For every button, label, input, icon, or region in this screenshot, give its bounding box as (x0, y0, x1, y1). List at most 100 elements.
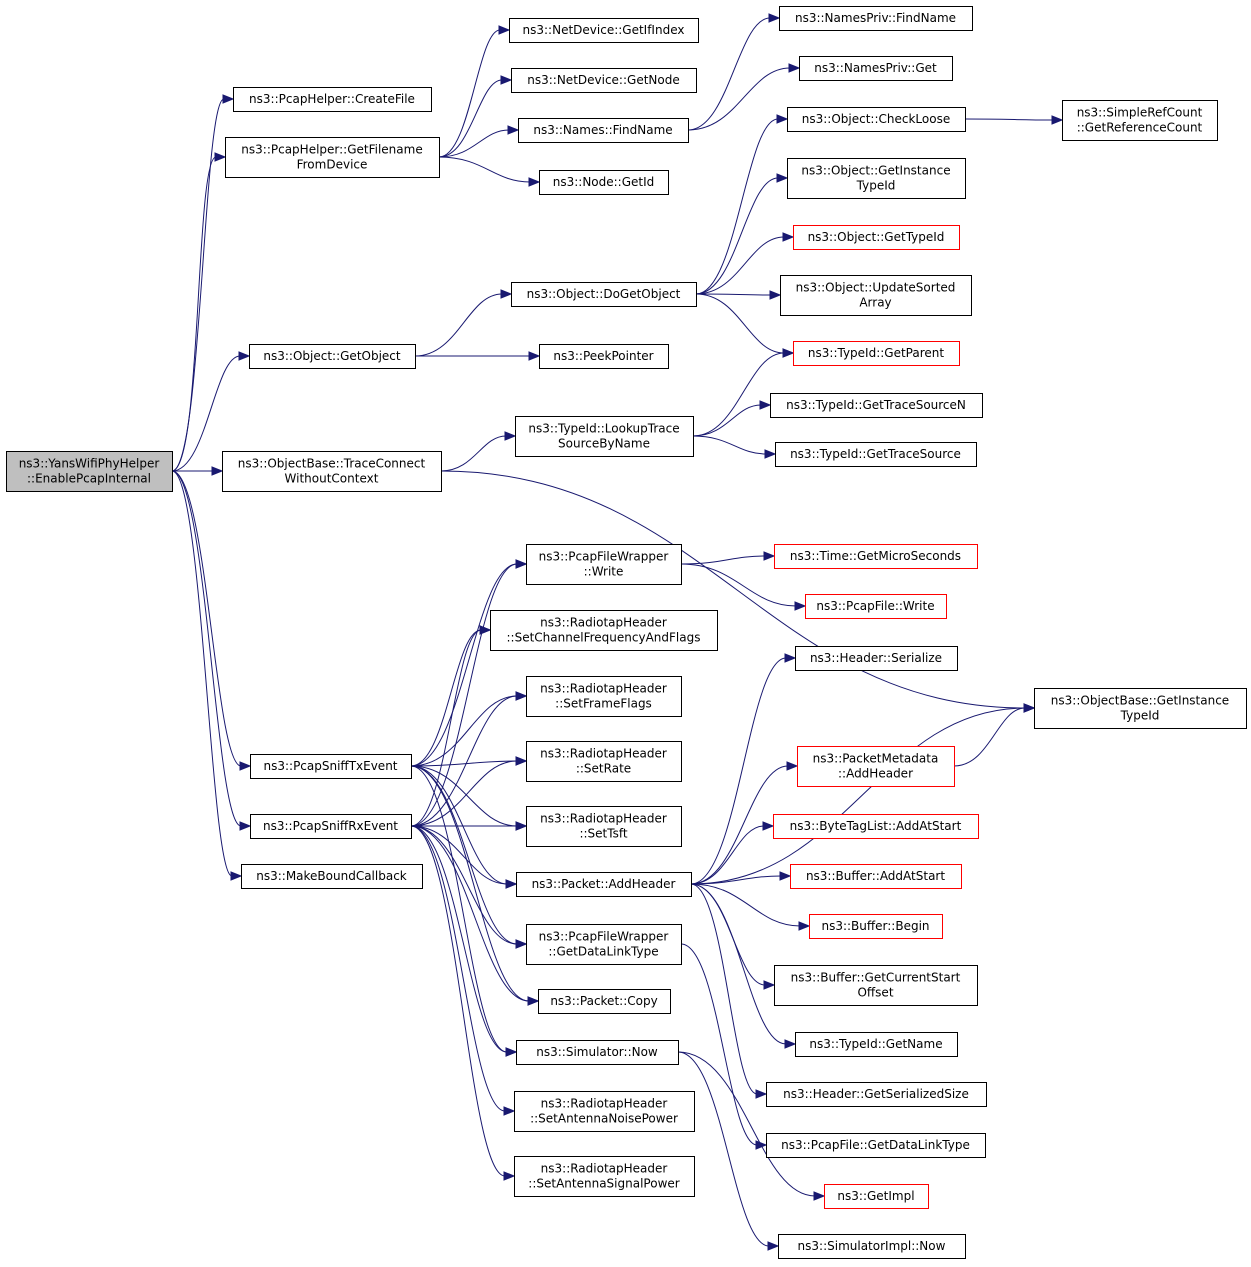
edge-getfilename-to-findname (438, 125, 520, 158)
node-simplerefcount[interactable]: ns3::SimpleRefCount::GetReferenceCount (1062, 100, 1218, 141)
node-findname[interactable]: ns3::Names::FindName (518, 118, 689, 143)
node-packetcopy[interactable]: ns3::Packet::Copy (538, 989, 671, 1014)
node-namesprivget[interactable]: ns3::NamesPriv::Get (799, 56, 953, 81)
edge-addheader-to-objbasegetinstance (690, 703, 1036, 885)
edge-pcapsnifftx-to-getdatalinktype (410, 765, 528, 949)
node-setsignal[interactable]: ns3::RadiotapHeader::SetAntennaSignalPow… (514, 1156, 695, 1197)
edge-line (690, 707, 1026, 885)
edge-addheader-to-bytetagaddatstart (690, 821, 775, 885)
node-getifindex[interactable]: ns3::NetDevice::GetIfIndex (509, 18, 699, 43)
node-label: ::SetFrameFlags (555, 697, 652, 711)
node-getobject[interactable]: ns3::Object::GetObject (249, 344, 416, 369)
node-label: ns3::PcapSniffTxEvent (263, 759, 397, 773)
node-label: ns3::Buffer::Begin (821, 919, 929, 933)
node-box (538, 989, 671, 1014)
edge-line (410, 563, 518, 767)
arrowhead (769, 290, 782, 300)
node-bytetagaddatstart[interactable]: ns3::ByteTagList::AddAtStart (773, 814, 979, 839)
edge-line (440, 435, 507, 472)
node-box (526, 806, 682, 847)
edge-line (680, 943, 758, 1146)
edge-getobject-to-peekpointer (415, 351, 541, 361)
node-bufferaddatstart[interactable]: ns3::Buffer::AddAtStart (790, 864, 962, 889)
node-setrate[interactable]: ns3::RadiotapHeader::SetRate (526, 741, 682, 782)
edge-line (695, 293, 785, 354)
node-label: ns3::NamesPriv::Get (814, 61, 937, 75)
node-root[interactable]: ns3::YansWifiPhyHelper::EnablePcapIntern… (6, 451, 173, 492)
node-pcapsniffrx[interactable]: ns3::PcapSniffRxEvent (250, 814, 412, 839)
edge-checkloose-to-simplerefcount (964, 115, 1064, 125)
node-label: FromDevice (297, 158, 368, 172)
arrowhead (755, 1089, 768, 1099)
node-pcapfilewrite[interactable]: ns3::PcapFile::Write (805, 594, 947, 619)
edge-line (410, 629, 482, 827)
node-label: TypeId (1120, 709, 1160, 723)
node-addheader[interactable]: ns3::Packet::AddHeader (516, 872, 692, 897)
node-simnow[interactable]: ns3::Simulator::Now (516, 1040, 679, 1065)
node-createfile[interactable]: ns3::PcapHelper::CreateFile (233, 87, 432, 112)
node-dogetobject[interactable]: ns3::Object::DoGetObject (511, 282, 697, 307)
edge-line (690, 883, 801, 927)
node-box (250, 814, 412, 839)
arrowhead (505, 1047, 518, 1057)
arrowhead (500, 289, 513, 299)
edge-addheader-to-headerserialize (690, 653, 797, 885)
edge-pcapsniffrx-to-setchannel (410, 625, 492, 827)
node-gettracesource[interactable]: ns3::TypeId::GetTraceSource (775, 442, 977, 467)
node-traceconnect[interactable]: ns3::ObjectBase::TraceConnectWithoutCont… (222, 451, 442, 492)
node-getserializedsize[interactable]: ns3::Header::GetSerializedSize (766, 1082, 987, 1107)
node-typeidgetname[interactable]: ns3::TypeId::GetName (795, 1032, 958, 1057)
node-headerserialize[interactable]: ns3::Header::Serialize (795, 646, 958, 671)
node-bufferbegin[interactable]: ns3::Buffer::Begin (809, 914, 943, 939)
node-setframeflags[interactable]: ns3::RadiotapHeader::SetFrameFlags (526, 676, 682, 717)
node-box (805, 594, 947, 619)
node-label: ns3::ObjectBase::TraceConnect (238, 457, 426, 471)
edge-line (690, 657, 787, 885)
node-box (233, 87, 432, 112)
node-box (241, 864, 423, 889)
node-label: ns3::Names::FindName (533, 123, 672, 137)
node-label: ns3::Object::GetInstance (801, 164, 950, 178)
node-label: ns3::Object::GetTypeId (808, 230, 945, 244)
node-setchannel[interactable]: ns3::RadiotapHeader::SetChannelFrequency… (490, 610, 718, 651)
node-peekpointer[interactable]: ns3::PeekPointer (539, 344, 669, 369)
edge-line (690, 875, 782, 885)
arrowhead (504, 431, 517, 441)
node-namesprivfind[interactable]: ns3::NamesPriv::FindName (779, 6, 973, 31)
node-label: ::EnablePcapInternal (27, 472, 151, 486)
node-gettracesourcen[interactable]: ns3::TypeId::GetTraceSourceN (770, 393, 983, 418)
arrowhead (479, 625, 492, 635)
node-box (774, 544, 978, 569)
node-box (775, 442, 977, 467)
node-label: ns3::PacketMetadata (813, 752, 939, 766)
node-pmaddheader[interactable]: ns3::PacketMetadata::AddHeader (797, 746, 955, 787)
node-makeboundcallback[interactable]: ns3::MakeBoundCallback (241, 864, 423, 889)
edge-line (171, 470, 242, 767)
arrowhead (782, 232, 795, 242)
edge-line (692, 404, 762, 437)
node-checkloose[interactable]: ns3::Object::CheckLoose (787, 107, 966, 132)
node-pcapfiledatalink[interactable]: ns3::PcapFile::GetDataLinkType (766, 1133, 986, 1158)
node-getdatalinktype[interactable]: ns3::PcapFileWrapper::GetDataLinkType (526, 924, 682, 965)
node-objgettypeid[interactable]: ns3::Object::GetTypeId (793, 225, 960, 250)
node-box (225, 137, 440, 178)
node-label: ns3::Object::UpdateSorted (796, 281, 956, 295)
node-simimplnow[interactable]: ns3::SimulatorImpl::Now (778, 1234, 966, 1259)
node-settsft[interactable]: ns3::RadiotapHeader::SetTsft (526, 806, 682, 847)
node-label: ns3::TypeId::GetTraceSource (790, 447, 961, 461)
node-pfwwrite[interactable]: ns3::PcapFileWrapper::Write (526, 544, 682, 585)
node-box (787, 158, 966, 199)
node-getimpl[interactable]: ns3::GetImpl (824, 1184, 929, 1209)
node-getmicroseconds[interactable]: ns3::Time::GetMicroSeconds (774, 544, 978, 569)
node-pcapsnifftx[interactable]: ns3::PcapSniffTxEvent (250, 754, 412, 779)
node-nodegetid[interactable]: ns3::Node::GetId (539, 170, 669, 195)
node-setnoise[interactable]: ns3::RadiotapHeader::SetAntennaNoisePowe… (514, 1091, 695, 1132)
node-getnode[interactable]: ns3::NetDevice::GetNode (511, 68, 697, 93)
node-getparent[interactable]: ns3::TypeId::GetParent (793, 341, 960, 366)
